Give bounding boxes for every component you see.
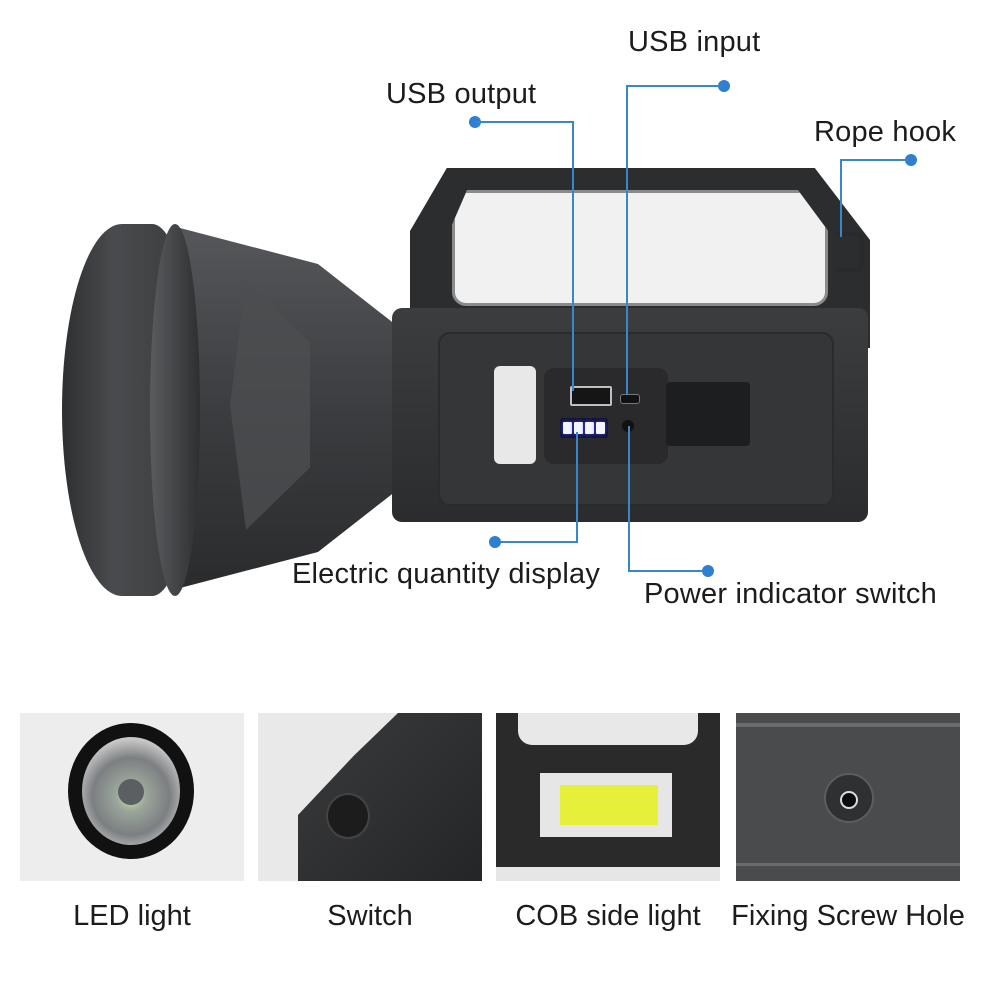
callout-label: USB output	[386, 78, 537, 110]
callout-line	[626, 85, 722, 87]
side-cap	[494, 366, 536, 464]
callout-label: Electric quantity display	[292, 558, 601, 590]
side-window	[666, 382, 750, 446]
callout-line	[626, 85, 628, 395]
handle-opening	[452, 190, 828, 306]
switch-button	[326, 793, 370, 839]
screw-hole	[840, 791, 858, 809]
thumbnail-cob-side-light	[496, 713, 720, 881]
callout-dot-icon	[905, 154, 917, 166]
battery-bar	[596, 422, 605, 434]
thumbnail-fixing-screw-hole	[736, 713, 960, 881]
callout-line	[840, 159, 908, 161]
thumbnail-label: LED light	[73, 900, 191, 932]
edge-line	[736, 863, 960, 866]
thumbnail-label: Fixing Screw Hole	[731, 900, 965, 932]
port-panel	[544, 368, 668, 464]
callout-line	[628, 426, 630, 571]
callout-line	[495, 541, 578, 543]
callout-label: USB input	[628, 26, 761, 58]
handle-opening	[518, 713, 698, 745]
callout-line	[840, 159, 842, 237]
base-shadow	[496, 867, 720, 881]
thumbnail-led-light	[20, 713, 244, 881]
callout-dot-icon	[702, 565, 714, 577]
thumbnail-switch	[258, 713, 482, 881]
callout-line	[572, 121, 574, 391]
battery-bar	[585, 422, 594, 434]
thumbnail-label: COB side light	[515, 900, 701, 932]
callout-line	[576, 432, 578, 542]
callout-line	[628, 570, 708, 572]
thumbnail-label: Switch	[327, 900, 413, 932]
cob-led-panel	[560, 785, 658, 825]
callout-line	[475, 121, 573, 123]
callout-dot-icon	[489, 536, 501, 548]
flashlight-lens-rim	[150, 224, 200, 596]
callout-dot-icon	[718, 80, 730, 92]
usb-input-port	[620, 394, 640, 404]
rope-hook	[836, 232, 864, 272]
usb-output-port	[570, 386, 612, 406]
callout-label: Rope hook	[814, 116, 957, 148]
battery-bar	[574, 422, 583, 434]
edge-line	[736, 723, 960, 727]
switch-housing	[298, 713, 482, 881]
battery-bar	[563, 422, 572, 434]
callout-label: Power indicator switch	[644, 578, 937, 610]
led-emitter	[118, 779, 144, 805]
